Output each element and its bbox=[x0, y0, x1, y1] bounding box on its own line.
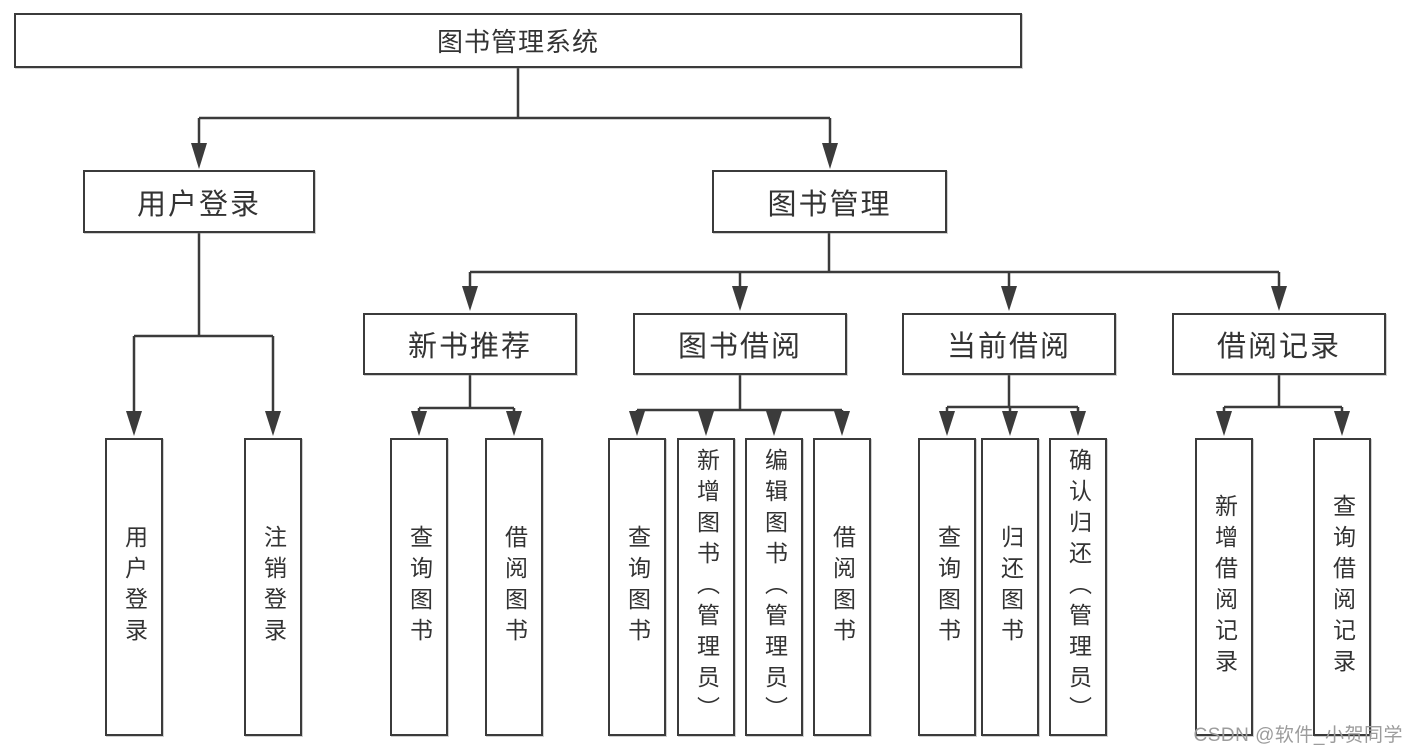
leaf-borrow-books-recommend-label: 借阅图书 bbox=[501, 525, 528, 649]
leaf-borrow-books-borrowing-label: 借阅图书 bbox=[829, 525, 856, 649]
leaf-query-borrow-record: 查询借阅记录 bbox=[1313, 438, 1371, 736]
leaf-query-books-recommend-label: 查询图书 bbox=[406, 525, 433, 649]
node-current-borrowing-label: 当前借阅 bbox=[946, 331, 1071, 363]
node-book-borrowing-label: 图书借阅 bbox=[677, 331, 802, 363]
watermark-csdn: CSDN @软件_小贺同学 bbox=[1193, 725, 1403, 746]
node-borrowing-records: 借阅记录 bbox=[1172, 313, 1386, 375]
leaf-user-login-label: 用户登录 bbox=[121, 525, 148, 649]
node-book-borrowing: 图书借阅 bbox=[633, 313, 847, 375]
arrowheads bbox=[126, 143, 1350, 436]
leaf-add-books-admin: 新增图书（管理员） bbox=[677, 438, 735, 736]
leaf-borrow-books-recommend: 借阅图书 bbox=[485, 438, 543, 736]
leaf-edit-books-admin: 编辑图书（管理员） bbox=[745, 438, 803, 736]
leaf-query-books-current: 查询图书 bbox=[918, 438, 976, 736]
node-current-borrowing: 当前借阅 bbox=[902, 313, 1116, 375]
node-user-login-label: 用户登录 bbox=[136, 188, 261, 221]
leaf-confirm-return-admin-label: 确认归还（管理员） bbox=[1065, 447, 1092, 727]
leaf-query-books-recommend: 查询图书 bbox=[390, 438, 448, 736]
leaf-confirm-return-admin: 确认归还（管理员） bbox=[1049, 438, 1107, 736]
leaf-add-borrow-record: 新增借阅记录 bbox=[1195, 438, 1253, 736]
leaf-logout: 注销登录 bbox=[244, 438, 302, 736]
leaf-user-login: 用户登录 bbox=[105, 438, 163, 736]
leaf-add-books-admin-label: 新增图书（管理员） bbox=[693, 447, 720, 727]
leaf-edit-books-admin-label: 编辑图书（管理员） bbox=[761, 447, 788, 727]
leaf-query-books-current-label: 查询图书 bbox=[934, 525, 961, 649]
node-library-system-label: 图书管理系统 bbox=[436, 27, 599, 57]
node-book-management: 图书管理 bbox=[712, 170, 947, 233]
node-library-system: 图书管理系统 bbox=[14, 13, 1022, 68]
leaf-logout-label: 注销登录 bbox=[260, 525, 287, 649]
node-book-management-label: 图书管理 bbox=[767, 188, 892, 221]
connector-strokes bbox=[132, 68, 1344, 415]
leaf-borrow-books-borrowing: 借阅图书 bbox=[813, 438, 871, 736]
node-user-login: 用户登录 bbox=[83, 170, 315, 233]
leaf-query-borrow-record-label: 查询借阅记录 bbox=[1329, 494, 1356, 680]
leaf-query-books-borrowing: 查询图书 bbox=[608, 438, 666, 736]
node-borrowing-records-label: 借阅记录 bbox=[1216, 331, 1341, 363]
node-new-book-recommend-label: 新书推荐 bbox=[407, 331, 532, 363]
leaf-return-books: 归还图书 bbox=[981, 438, 1039, 736]
leaf-add-borrow-record-label: 新增借阅记录 bbox=[1211, 494, 1238, 680]
leaf-query-books-borrowing-label: 查询图书 bbox=[624, 525, 651, 649]
leaf-return-books-label: 归还图书 bbox=[997, 525, 1024, 649]
node-new-book-recommend: 新书推荐 bbox=[363, 313, 577, 375]
